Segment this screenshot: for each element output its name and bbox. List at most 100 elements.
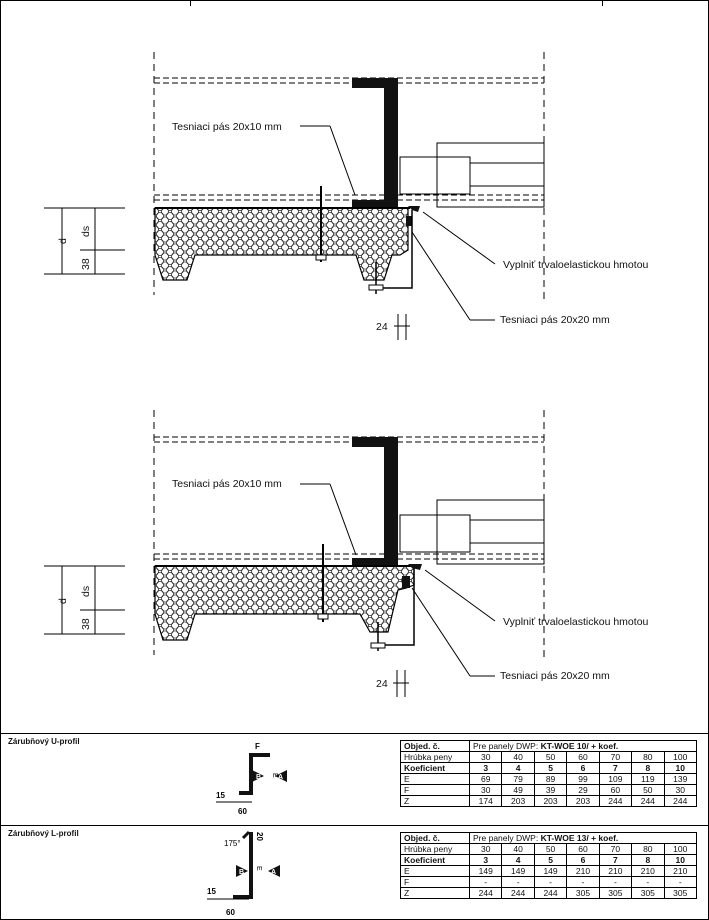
table-cell: 4 xyxy=(501,854,535,866)
dim-24: 24 xyxy=(376,321,388,333)
table-cell: 305 xyxy=(631,887,665,899)
table-cell: 79 xyxy=(501,773,535,785)
table-cell: 10 xyxy=(663,854,698,866)
detail-2: Tesniaci pás 20x10 mm Vyplniť trvaloelas… xyxy=(44,410,649,697)
table-row: F------- xyxy=(400,876,698,888)
l-b-label: B xyxy=(239,869,244,876)
table-cell: 80 xyxy=(631,843,665,855)
table-cell: 149 xyxy=(501,865,535,877)
table-cell: 100 xyxy=(663,843,698,855)
table-cell: 30 xyxy=(468,784,503,796)
table-cell: 3 xyxy=(468,854,503,866)
u-profile-sketch: B A E F 15 60 xyxy=(216,742,287,816)
table-cell: 8 xyxy=(631,762,665,774)
row-label: Koeficient xyxy=(400,762,470,774)
table-cell: 3 xyxy=(468,762,503,774)
table-cell: 203 xyxy=(566,795,600,807)
l-width-label: 60 xyxy=(226,908,235,917)
u-lip-label: 15 xyxy=(216,791,225,800)
table-cell: 70 xyxy=(598,751,633,763)
fill-label: Vyplniť trvaloelastickou hmotou xyxy=(503,259,649,271)
table-cell: - xyxy=(468,876,503,888)
table-cell: 244 xyxy=(468,887,503,899)
l-lip-label: 15 xyxy=(207,887,216,896)
table-cell: 210 xyxy=(598,865,633,877)
table-cell: 50 xyxy=(533,843,568,855)
row-label: Koeficient xyxy=(400,854,470,866)
table-cell: 8 xyxy=(631,854,665,866)
l-angle-label: 175° xyxy=(224,839,241,848)
table-cell: 244 xyxy=(598,795,633,807)
table-head-label: Objed. č. xyxy=(400,740,470,752)
u-e-label: E xyxy=(271,773,278,778)
table-cell: - xyxy=(663,876,698,888)
l-a-label: A xyxy=(271,869,276,876)
l-profile-table: Objed. č. Pre panely DWP: KT-WOE 13/ + k… xyxy=(400,832,698,899)
table-cell: 210 xyxy=(631,865,665,877)
table-cell: 100 xyxy=(663,751,698,763)
table-cell: 244 xyxy=(631,795,665,807)
table-cell: 244 xyxy=(663,795,698,807)
u-b-label: B xyxy=(256,774,261,781)
title-block-strip xyxy=(0,0,709,6)
table-cell: 6 xyxy=(566,854,600,866)
table-cell: 139 xyxy=(663,773,698,785)
table-cell: 210 xyxy=(566,865,600,877)
u-profile-title: Zárubňový U-profil xyxy=(8,737,80,746)
table-cell: - xyxy=(501,876,535,888)
row-label: E xyxy=(400,773,470,785)
table-cell: 7 xyxy=(598,762,633,774)
table-cell: 174 xyxy=(468,795,503,807)
table-cell: 5 xyxy=(533,854,568,866)
table-cell: 305 xyxy=(663,887,698,899)
table-cell: 149 xyxy=(468,865,503,877)
row-label: E xyxy=(400,865,470,877)
table-cell: 50 xyxy=(533,751,568,763)
dim-24: 24 xyxy=(376,678,388,690)
table-cell: 40 xyxy=(501,751,535,763)
u-width-label: 60 xyxy=(238,807,247,816)
table-cell: 30 xyxy=(468,843,503,855)
table-cell: 6 xyxy=(566,762,600,774)
fill-label: Vyplniť trvaloelastickou hmotou xyxy=(503,616,649,628)
table-cell: 39 xyxy=(533,784,568,796)
u-f-label: F xyxy=(255,742,260,751)
table-cell: 80 xyxy=(631,751,665,763)
l-z-label: 20 xyxy=(255,832,264,841)
dim-d: d xyxy=(57,238,69,244)
table-head-value: Pre panely DWP: KT-WOE 13/ + koef. xyxy=(469,832,697,844)
channel-profile xyxy=(352,437,398,566)
dim-ds: ds xyxy=(80,226,92,237)
dim-38: 38 xyxy=(80,258,92,270)
seal-top-label: Tesniaci pás 20x10 mm xyxy=(172,121,282,133)
table-cell: 149 xyxy=(533,865,568,877)
row-label: Z xyxy=(400,887,470,899)
dim-d: d xyxy=(57,598,69,604)
table-cell: 60 xyxy=(566,751,600,763)
row-label: Hrúbka peny xyxy=(400,843,470,855)
section-divider xyxy=(0,825,709,826)
table-cell: - xyxy=(598,876,633,888)
seal-top-label: Tesniaci pás 20x10 mm xyxy=(172,478,282,490)
l-profile-title: Zárubňový L-profil xyxy=(8,829,79,838)
channel-profile xyxy=(352,78,398,208)
table-cell: 7 xyxy=(598,854,633,866)
l-e-label: E xyxy=(255,866,262,871)
table-cell: 99 xyxy=(566,773,600,785)
dim-ds: ds xyxy=(80,586,92,597)
table-cell: 40 xyxy=(501,843,535,855)
row-label: Hrúbka peny xyxy=(400,751,470,763)
table-cell: 69 xyxy=(468,773,503,785)
table-cell: 60 xyxy=(598,784,633,796)
table-cell: 29 xyxy=(566,784,600,796)
table-cell: 244 xyxy=(501,887,535,899)
